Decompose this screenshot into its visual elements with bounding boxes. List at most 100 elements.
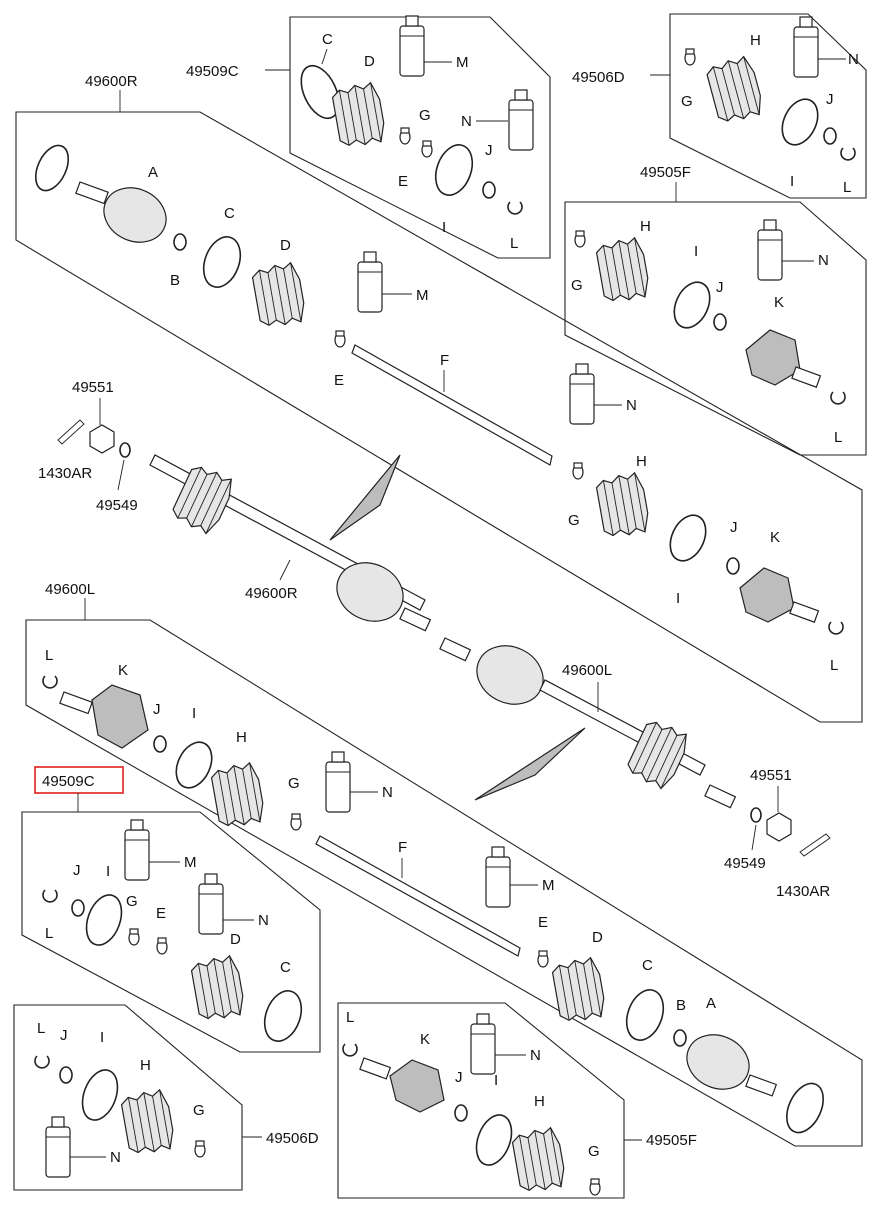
svg-text:D: D — [280, 237, 291, 254]
svg-text:N: N — [461, 113, 472, 130]
assembly-49600r-panel: 49600R A B C D M E F N G H I J K L — [15, 73, 863, 723]
svg-text:N: N — [110, 1149, 121, 1166]
kit-49506d-top-panel: 49506D G H N I J L — [572, 13, 867, 199]
kit-49506d-bottom-panel: 49506D L J I H G N — [13, 1004, 319, 1191]
svg-text:L: L — [510, 235, 518, 252]
svg-text:K: K — [770, 529, 780, 546]
svg-text:C: C — [642, 957, 653, 974]
svg-text:N: N — [382, 784, 393, 801]
svg-text:G: G — [419, 107, 431, 124]
kit-49509c-top-panel: 49509C C D M E G N I J L — [186, 15, 551, 259]
kit-49509c-bottom-panel: 49509C L J I M G E N D C — [21, 766, 321, 1053]
cotter-pin-1430ar-top-label: 1430AR — [38, 465, 92, 482]
svg-text:G: G — [588, 1143, 600, 1160]
svg-text:H: H — [636, 453, 647, 470]
svg-text:J: J — [485, 142, 493, 159]
svg-text:M: M — [542, 877, 555, 894]
svg-text:L: L — [45, 647, 53, 664]
svg-text:A: A — [148, 164, 158, 181]
kit-49505f-top-panel: 49505F G H I J N K L — [564, 164, 867, 456]
svg-text:E: E — [398, 173, 408, 190]
svg-text:J: J — [455, 1069, 463, 1086]
svg-text:E: E — [538, 914, 548, 931]
svg-text:C: C — [280, 959, 291, 976]
kit-49506d-top-label: 49506D — [572, 69, 625, 86]
assembly-49600l-center-label: 49600L — [562, 662, 612, 679]
svg-text:J: J — [826, 91, 834, 108]
kit-49506d-bottom-label: 49506D — [266, 1130, 319, 1147]
nut-49551-bottom-label: 49551 — [750, 767, 792, 784]
svg-text:M: M — [184, 854, 197, 871]
svg-text:L: L — [830, 657, 838, 674]
svg-text:J: J — [60, 1027, 68, 1044]
highlight-box — [34, 766, 124, 794]
svg-text:J: J — [730, 519, 738, 536]
svg-text:H: H — [236, 729, 247, 746]
svg-text:I: I — [106, 863, 110, 880]
svg-text:H: H — [534, 1093, 545, 1110]
svg-text:D: D — [592, 929, 603, 946]
svg-text:N: N — [530, 1047, 541, 1064]
svg-text:G: G — [568, 512, 580, 529]
svg-text:N: N — [626, 397, 637, 414]
svg-text:I: I — [442, 219, 446, 236]
svg-text:M: M — [456, 54, 469, 71]
svg-text:F: F — [398, 839, 407, 856]
kit-49505f-bottom-label: 49505F — [646, 1132, 697, 1149]
svg-text:H: H — [140, 1057, 151, 1074]
svg-text:B: B — [676, 997, 686, 1014]
svg-text:M: M — [416, 287, 429, 304]
svg-text:L: L — [843, 179, 851, 196]
svg-text:E: E — [156, 905, 166, 922]
svg-text:K: K — [420, 1031, 430, 1048]
cotter-pin-1430ar-bottom-label: 1430AR — [776, 883, 830, 900]
svg-text:G: G — [288, 775, 300, 792]
hardware-bottom: 49551 49549 1430AR — [724, 767, 831, 900]
hardware-top: 49551 1430AR 49549 — [38, 379, 138, 514]
svg-text:J: J — [153, 701, 161, 718]
svg-text:I: I — [676, 590, 680, 607]
svg-text:H: H — [640, 218, 651, 235]
svg-text:L: L — [45, 925, 53, 942]
svg-text:I: I — [694, 243, 698, 260]
svg-text:G: G — [193, 1102, 205, 1119]
svg-text:I: I — [790, 173, 794, 190]
svg-text:B: B — [170, 272, 180, 289]
svg-text:N: N — [258, 912, 269, 929]
svg-text:K: K — [774, 294, 784, 311]
washer-49549-bottom-label: 49549 — [724, 855, 766, 872]
svg-text:L: L — [834, 429, 842, 446]
svg-text:K: K — [118, 662, 128, 679]
assembled-driveshafts: 49600R 49600L — [149, 454, 737, 809]
svg-text:A: A — [706, 995, 716, 1012]
assembly-49600l-panel: 49600L L K J I H G N F M E D C B A — [25, 581, 863, 1147]
svg-text:C: C — [224, 205, 235, 222]
svg-text:I: I — [192, 705, 196, 722]
svg-text:L: L — [37, 1020, 45, 1037]
svg-text:G: G — [571, 277, 583, 294]
svg-text:J: J — [73, 862, 81, 879]
kit-49509c-bottom-label: 49509C — [42, 773, 95, 790]
assembly-49600r-label: 49600R — [85, 73, 138, 90]
svg-text:I: I — [100, 1029, 104, 1046]
svg-text:I: I — [494, 1072, 498, 1089]
svg-text:N: N — [848, 51, 859, 68]
svg-text:E: E — [334, 372, 344, 389]
svg-text:D: D — [364, 53, 375, 70]
svg-text:G: G — [681, 93, 693, 110]
svg-text:D: D — [230, 931, 241, 948]
svg-text:C: C — [322, 31, 333, 48]
svg-text:H: H — [750, 32, 761, 49]
svg-text:G: G — [126, 893, 138, 910]
nut-49551-top-label: 49551 — [72, 379, 114, 396]
assembly-49600l-label: 49600L — [45, 581, 95, 598]
kit-49505f-bottom-panel: 49505F L K N J I H G — [337, 1002, 697, 1199]
svg-text:F: F — [440, 352, 449, 369]
svg-text:N: N — [818, 252, 829, 269]
kit-49505f-top-label: 49505F — [640, 164, 691, 181]
svg-text:J: J — [716, 279, 724, 296]
washer-49549-top-label: 49549 — [96, 497, 138, 514]
svg-text:L: L — [346, 1009, 354, 1026]
kit-49509c-top-label: 49509C — [186, 63, 239, 80]
